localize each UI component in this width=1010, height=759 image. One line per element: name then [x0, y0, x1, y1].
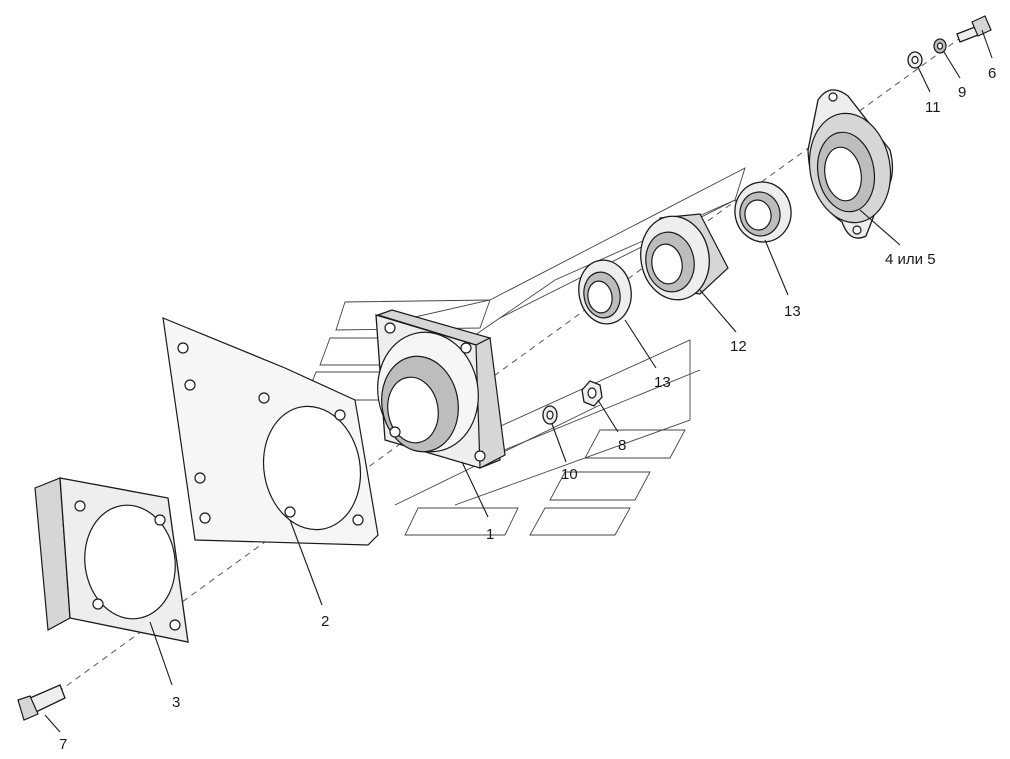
part-7-bolt — [17, 684, 66, 721]
part-1-housing — [375, 309, 506, 469]
callout-4-or-5: 4 или 5 — [885, 251, 936, 268]
leader-lines — [44, 29, 993, 733]
callout-3: 3 — [172, 694, 180, 711]
part-13-seal-upper — [734, 181, 792, 243]
callout-2: 2 — [321, 613, 329, 630]
callout-7: 7 — [59, 736, 67, 753]
callout-11: 11 — [925, 99, 941, 116]
part-2-gasket — [162, 317, 379, 546]
part-10-washer — [542, 405, 558, 425]
part-3-bracket — [34, 477, 189, 643]
part-6-bolt — [956, 15, 992, 43]
callout-6: 6 — [988, 65, 996, 82]
callout-1: 1 — [486, 526, 494, 543]
part-12-bearing — [640, 213, 729, 301]
part-9-lockwasher — [933, 38, 947, 54]
part-11-washer — [907, 51, 923, 69]
callout-10: 10 — [561, 466, 578, 483]
callout-8: 8 — [618, 437, 626, 454]
callout-12: 12 — [730, 338, 747, 355]
callout-13-lower: 13 — [654, 374, 671, 391]
callout-9: 9 — [958, 84, 966, 101]
callout-13-upper: 13 — [784, 303, 801, 320]
part-8-nut — [581, 380, 603, 407]
part-13-seal-lower — [578, 259, 632, 325]
part-4-5-flange-cover — [807, 89, 894, 239]
